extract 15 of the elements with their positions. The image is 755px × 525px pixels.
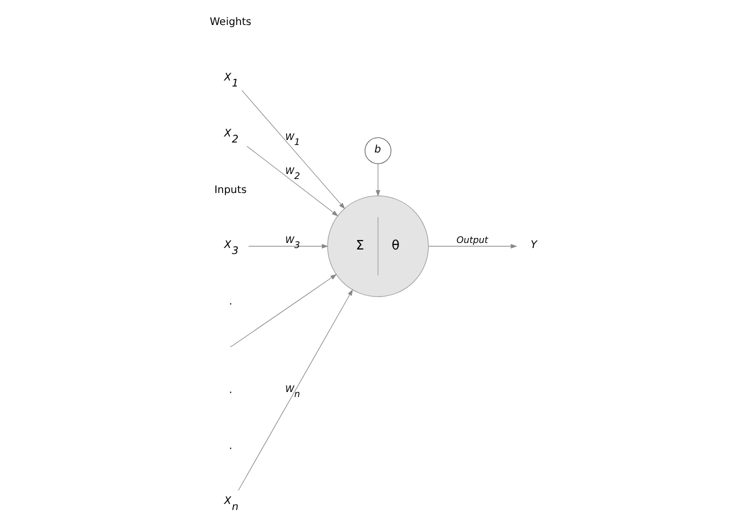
arrow: [428, 244, 517, 249]
edge-label: Output: [456, 236, 488, 246]
arrow: [375, 163, 380, 197]
arrow: [238, 289, 352, 491]
node-text: Y: [530, 239, 536, 252]
arrow: [230, 274, 336, 347]
node-circle: b: [364, 137, 391, 164]
label: .: [228, 296, 232, 308]
label: Weights: [209, 16, 251, 28]
label: .: [228, 384, 232, 396]
arrow: [248, 244, 328, 249]
arrow: [241, 90, 345, 210]
arrow: [246, 146, 338, 216]
label: Inputs: [214, 184, 246, 196]
label: .: [228, 440, 232, 452]
